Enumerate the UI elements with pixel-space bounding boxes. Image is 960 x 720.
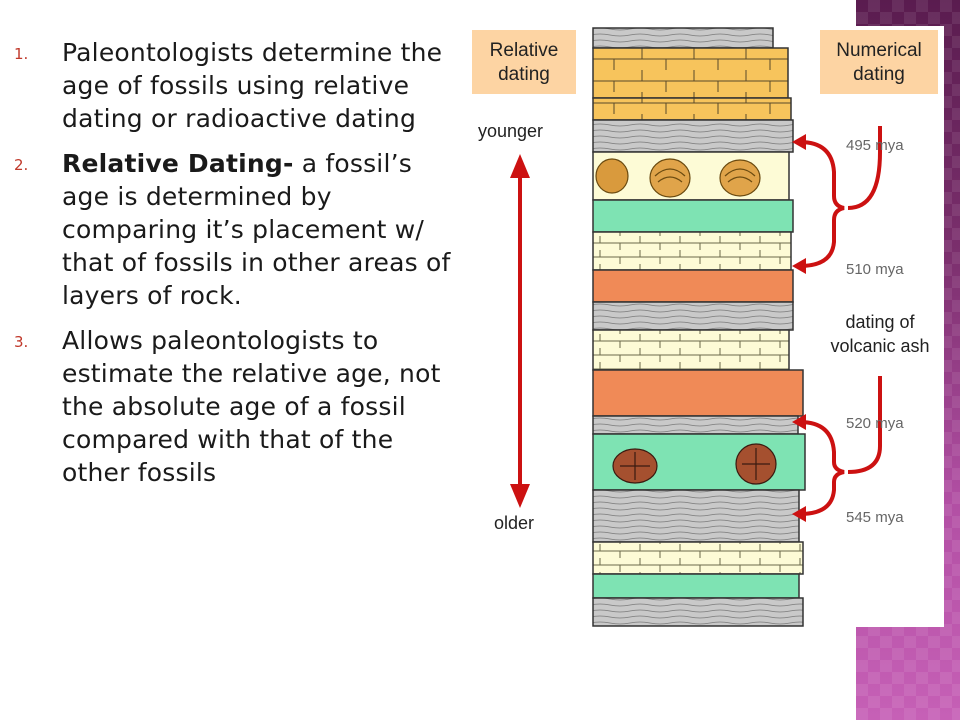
shell-fossil-icons <box>595 158 761 198</box>
arrow-heads <box>792 134 806 522</box>
rock-column <box>592 27 806 627</box>
svg-text:Relative: Relative <box>490 40 559 61</box>
svg-text:dating: dating <box>853 64 905 85</box>
svg-text:dating: dating <box>498 64 550 85</box>
bullet-list: 1. Paleontologists determine the age of … <box>14 36 462 501</box>
bullet-item-3: 3. Allows paleontologists to estimate th… <box>14 324 462 489</box>
age-label: 545 mya <box>846 509 904 526</box>
age-label: 520 mya <box>846 415 904 432</box>
bullet-body: a fossil’s age is determined by comparin… <box>62 149 451 310</box>
svg-text:Numerical: Numerical <box>836 40 922 61</box>
rock-strata-figure: Relative dating Numerical dating younger… <box>470 26 944 627</box>
bullet-body: Paleontologists determine the age of fos… <box>62 38 443 133</box>
numerical-dating-label: Numerical dating <box>820 30 938 94</box>
bullet-text: Allows paleontologists to estimate the r… <box>62 324 462 489</box>
age-label: 510 mya <box>846 261 904 278</box>
bullet-bold-term: Relative Dating- <box>62 149 294 178</box>
bullet-number: 2. <box>14 156 29 174</box>
bullet-text: Paleontologists determine the age of fos… <box>62 36 462 135</box>
ash-label: dating of <box>845 312 915 332</box>
bullet-number: 1. <box>14 45 29 63</box>
ash-label: volcanic ash <box>830 336 929 356</box>
older-label: older <box>494 513 534 533</box>
bullet-item-1: 1. Paleontologists determine the age of … <box>14 36 462 135</box>
bullet-body: Allows paleontologists to estimate the r… <box>62 326 441 487</box>
bullet-number: 3. <box>14 333 29 351</box>
relative-dating-label: Relative dating <box>472 30 576 94</box>
age-direction-arrow <box>510 154 530 508</box>
trilobite-fossil-icons <box>612 443 777 485</box>
bullet-text: Relative Dating- a fossil’s age is deter… <box>62 147 462 312</box>
younger-label: younger <box>478 121 543 141</box>
bullet-item-2: 2. Relative Dating- a fossil’s age is de… <box>14 147 462 312</box>
volcanic-ash-arrows <box>799 126 882 516</box>
age-label: 495 mya <box>846 137 904 154</box>
